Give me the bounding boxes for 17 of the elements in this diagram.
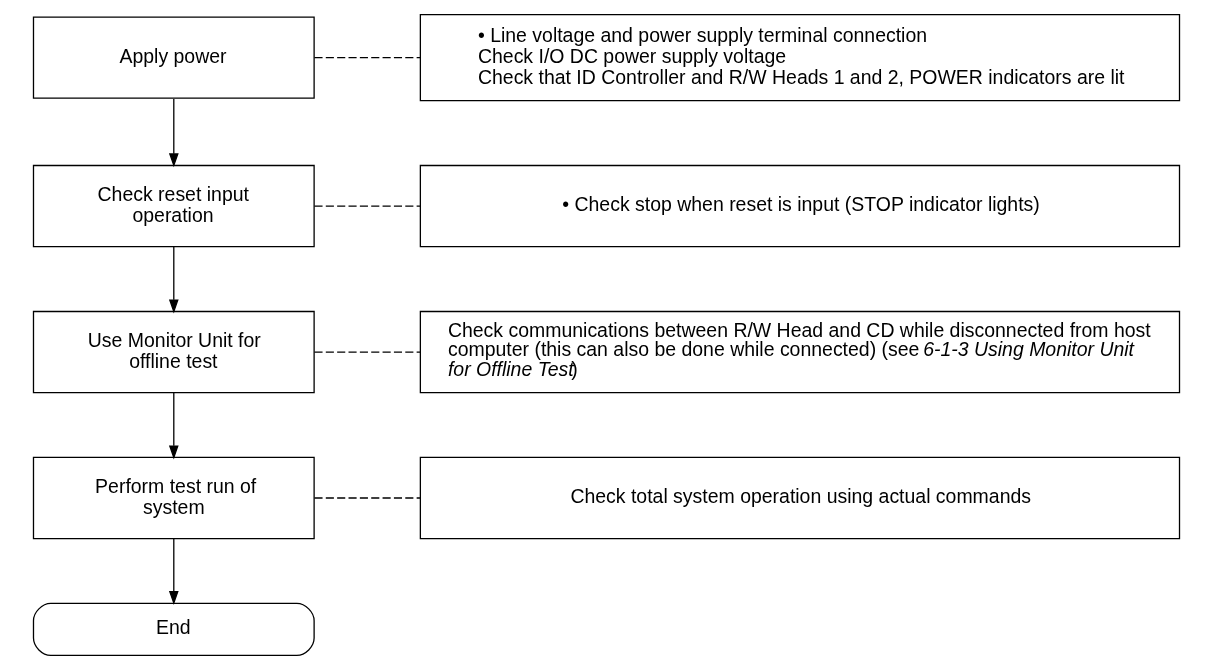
node-box: Use Monitor Unit for offline test [32,310,315,394]
arrow [168,392,179,460]
node-box: Check total system operation using actual commands [419,456,1180,540]
node-box: Apply power [32,16,315,99]
node-box: Perform test run of system [32,456,315,540]
connector [313,351,421,353]
node-box: • Line voltage and power supply terminal connection Check I/O DC power supply voltage Check that ID Controller and R/W Heads 1 and 2, POWER indicators are lit [419,14,1180,102]
node-box: Check communications between R/W Head and CD while disconnected from host computer (this can also be done while connected) (see 6-1-3 Using Monitor Unit for Offline Test) [419,310,1180,394]
node-box: • Check stop when reset is input (STOP indicator lights) [419,164,1180,248]
node-box: End [32,602,315,656]
arrow [168,246,179,314]
connector [313,56,421,59]
connector [313,497,421,499]
arrow [168,98,179,168]
connector [313,205,421,207]
arrow [168,538,179,605]
node-box: Check reset input operation [32,164,315,248]
